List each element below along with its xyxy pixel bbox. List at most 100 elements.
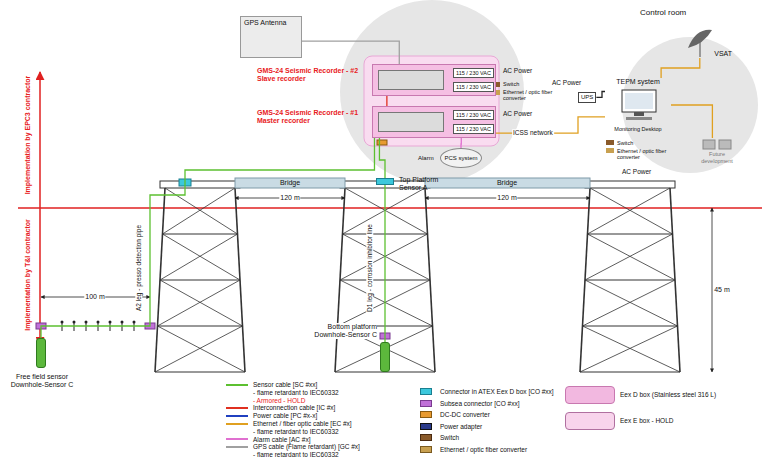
- node-label: Free field sensor Downhole-Sensor C: [7, 373, 77, 389]
- computer-node: TEPM systemMonitoring Desktop: [605, 78, 671, 132]
- jacket-brace: [155, 326, 243, 372]
- legend-line-sample: [226, 407, 248, 409]
- legend-text: Power adapter: [440, 423, 482, 430]
- cable-connector: [596, 92, 605, 98]
- legend-line-sample: [226, 446, 248, 448]
- jacket-brace: [583, 326, 681, 372]
- legend-text: Eex D box (Stainless steel 316 L): [620, 391, 716, 398]
- legend-text: GPS cable (Flame retardant) [GC #x]: [253, 443, 360, 450]
- legend-item: Sensor cable [SC #xx]: [226, 381, 317, 388]
- legend-text: Ethernet / fiber optic cable [EC #x]: [253, 420, 352, 427]
- legend-text: Subsea connector [CO #xx]: [440, 400, 520, 407]
- recorder-unit: [378, 112, 444, 132]
- legend-text: Connector in ATEX Eex D box [CO #xx]: [440, 388, 554, 395]
- cable-connector: [379, 138, 385, 178]
- jacket-brace: [163, 234, 238, 235]
- power-box: 115 / 230 VAC: [453, 110, 494, 120]
- jacket-brace: [580, 372, 680, 373]
- bridge-label: Bridge: [497, 179, 517, 187]
- ups-box: UPS: [578, 92, 596, 103]
- legend-text: Eex E box - HOLD: [620, 417, 673, 424]
- downhole-sensor: Free field sensor Downhole-Sensor C: [36, 338, 46, 368]
- jacket-brace: [340, 234, 428, 280]
- computer-icon: [719, 140, 731, 149]
- legend-text: - flame retardant to IEC60332: [253, 451, 339, 458]
- scope-label: Implementation by EPC3 contractor: [24, 76, 32, 195]
- legend-line-sample: [226, 415, 248, 417]
- legend-item: Switch: [420, 434, 459, 441]
- zone-circle: [340, 0, 524, 184]
- jacket-brace: [163, 234, 241, 280]
- leg-label: A2 leg - presso detection pipe: [135, 224, 142, 312]
- node-label: 115 / 230 VAC: [456, 70, 491, 76]
- legend-item: - Armored - HOLD: [226, 397, 305, 404]
- future-node: Future development: [694, 138, 740, 164]
- legend-item: Eex D box (Stainless steel 316 L): [565, 386, 716, 404]
- legend-line-sample: [226, 423, 248, 425]
- keyboard: [626, 117, 652, 120]
- cable-connector: [386, 96, 387, 106]
- legend-item: - flame retardant to IEC60332: [226, 451, 339, 458]
- jacket-brace: [585, 280, 678, 326]
- node-label: 115 / 230 VAC: [456, 112, 491, 118]
- legend-swatch: [565, 412, 615, 430]
- legend-item: Power cable [PC #x-x]: [226, 412, 317, 419]
- jacket-brace: [585, 280, 675, 281]
- node-label: TEPM system: [616, 78, 660, 86]
- sensor-connector: Top Platform Sensor A: [376, 178, 394, 185]
- dimension-label: 45 m: [713, 286, 731, 294]
- legend-line-sample: [226, 438, 248, 440]
- legend-icon: [420, 423, 432, 430]
- legend-indent: [226, 392, 248, 393]
- bridge: [425, 178, 590, 188]
- jacket-brace: [345, 188, 428, 234]
- dimension-label: 120 m: [279, 194, 300, 202]
- geophone: [109, 321, 112, 324]
- vsat-mast: [699, 42, 700, 57]
- power-label: AC Power: [503, 110, 532, 117]
- legend-item: Connector in ATEX Eex D box [CO #xx]: [420, 388, 554, 395]
- dimension-label: 120 m: [496, 194, 517, 202]
- legend-item: - flame retardant to IEC60332: [226, 428, 339, 435]
- device-label: Switch: [617, 140, 633, 146]
- topside-deck: [160, 181, 240, 188]
- node-label: Future development: [694, 151, 740, 164]
- cable-connector: [671, 105, 712, 138]
- jacket-brace: [158, 326, 246, 372]
- legend-text: Power cable [PC #x-x]: [253, 412, 317, 419]
- recorder-unit: [378, 70, 444, 90]
- node-label: UPS: [581, 94, 593, 101]
- converter-icon: [606, 148, 614, 153]
- legend-item: Ethernet / optic fiber converter: [420, 446, 527, 453]
- switch-icon: [606, 140, 614, 145]
- monitor-stand: [634, 112, 644, 116]
- node-label: 115 / 230 VAC: [456, 126, 491, 132]
- geophone: [85, 321, 88, 324]
- recorder-box: GMS-24 Seismic Recorder - #2 Slave recor…: [372, 64, 496, 96]
- cable-connector: [384, 185, 385, 342]
- node-label: Top Platform Sensor A: [399, 176, 451, 192]
- leg-label: D1 leg - corrosion inhibitor line: [366, 223, 373, 313]
- jacket-brace: [158, 280, 241, 326]
- node-label: GMS-24 Seismic Recorder - #2 Slave recor…: [257, 67, 361, 83]
- power-box: 115 / 230 VAC: [453, 82, 494, 92]
- topside-deck: [585, 181, 675, 188]
- jacket-brace: [585, 234, 673, 280]
- geophone: [61, 321, 64, 324]
- dimension-label: 100 m: [84, 293, 105, 301]
- eex-box: [364, 56, 499, 146]
- power-label: AC Power: [622, 168, 651, 175]
- alarm-label: Alarm: [418, 155, 434, 162]
- scope-label: Implementation by T&I contractor: [24, 219, 32, 331]
- legend-item: Ethernet / fiber optic cable [EC #x]: [226, 420, 352, 427]
- node-label: VSAT: [714, 50, 732, 58]
- jacket-brace: [588, 234, 676, 280]
- geophone: [97, 321, 100, 324]
- node-label: GPS Antenna: [244, 19, 298, 27]
- legend-text: - flame retardant to IEC60332: [253, 428, 339, 435]
- legend-icon: [420, 400, 432, 407]
- legend-item: - flame retardant to IEC60332: [226, 389, 339, 396]
- legend-item: Alarm cable [AC #x]: [226, 436, 310, 443]
- monitor: [622, 90, 656, 112]
